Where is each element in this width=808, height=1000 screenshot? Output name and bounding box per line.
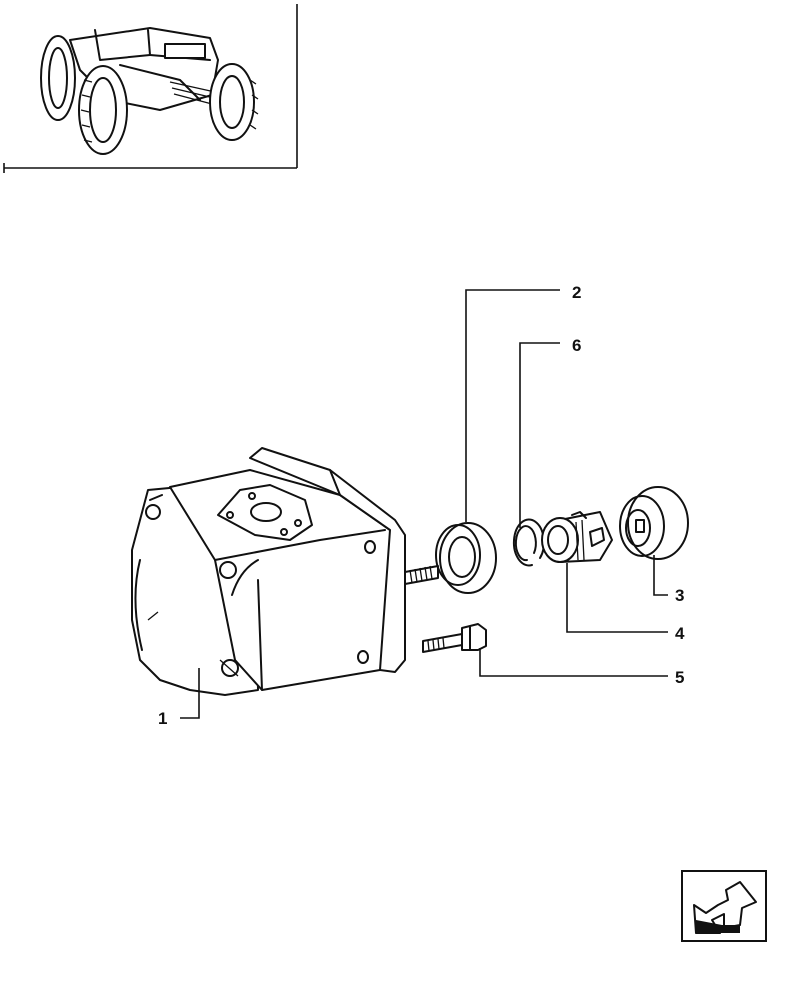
- ring-part: [435, 522, 497, 594]
- callout-screw: 5: [675, 668, 684, 687]
- callout-drive-coupling: 4: [675, 624, 685, 643]
- next-page-arrow-icon[interactable]: [681, 870, 767, 942]
- drive-coupling-part: [541, 511, 613, 563]
- callout-snap-ring: 6: [572, 336, 581, 355]
- leader-lines: [180, 289, 668, 719]
- callout-ring: 2: [572, 283, 581, 302]
- coupling-sleeve-part: [619, 486, 689, 560]
- tractor-thumbnail-icon: [3, 4, 298, 173]
- hydraulic-pump-part: [131, 447, 439, 696]
- screw-part: [422, 623, 487, 653]
- callout-coupling-sleeve: 3: [675, 586, 684, 605]
- snap-ring-part: [512, 518, 545, 567]
- callout-pump: 1: [158, 709, 167, 728]
